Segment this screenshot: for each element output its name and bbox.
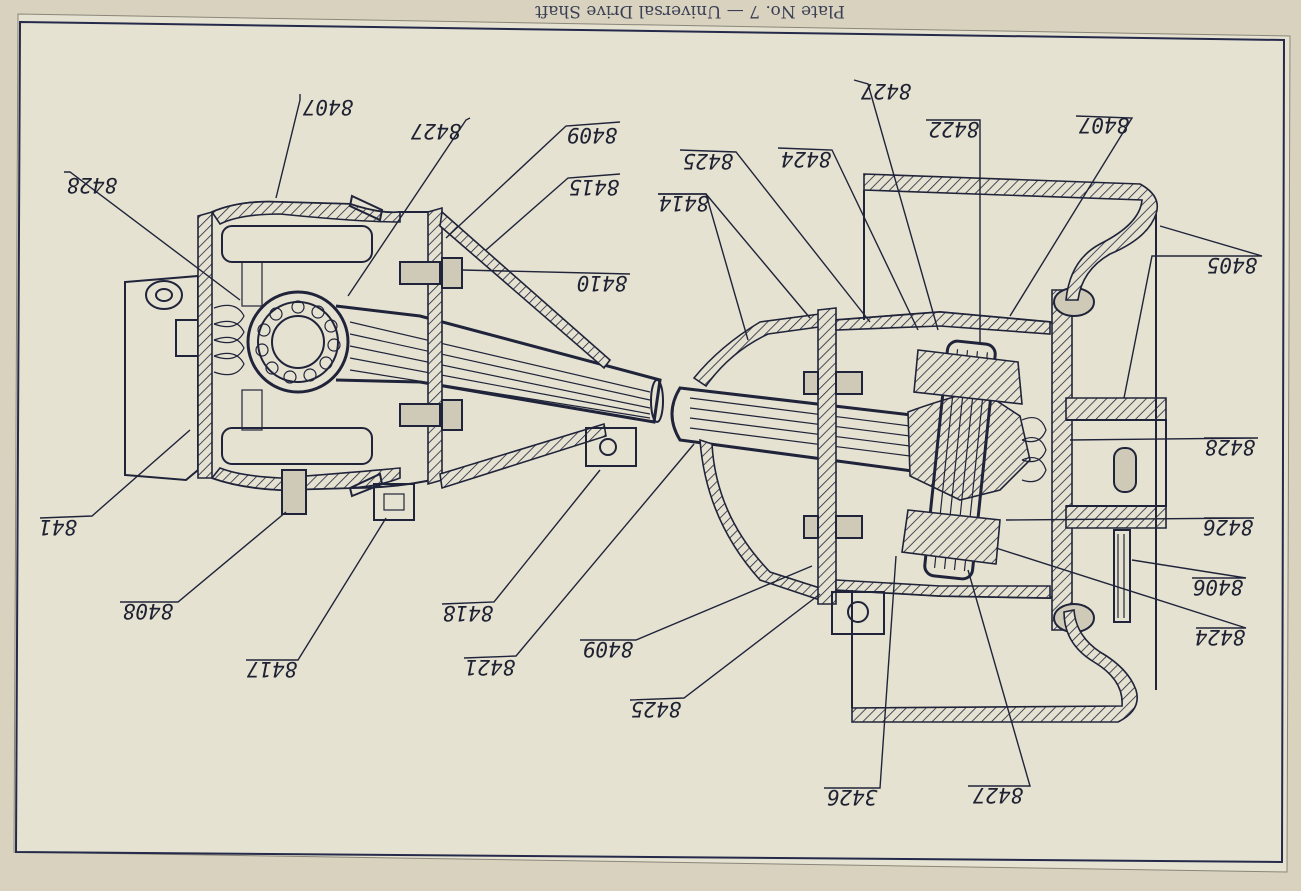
- callout-841: 841: [39, 515, 77, 539]
- callout-3426: 3426: [827, 785, 879, 809]
- callout-8406: 8406: [1193, 575, 1244, 599]
- callout-8422: 8422: [929, 117, 980, 141]
- callout-8405: 8405: [1207, 253, 1258, 277]
- callout-8418: 8418: [443, 601, 494, 625]
- callout-8428-left: 8428: [67, 173, 118, 197]
- left-yoke-assembly: [124, 194, 664, 521]
- callout-8409-upper-left: 8409: [567, 123, 618, 147]
- plate-header: Plate No. 7 — Universal Drive Shaft: [535, 1, 845, 21]
- callout-labels: 8407 8427 8409 8415 8428 8410 841 8408 8…: [39, 79, 1257, 809]
- callout-8427-upper-left: 8427: [410, 119, 461, 143]
- callout-8425-lower: 8425: [631, 697, 682, 721]
- right-cross-assembly: [670, 173, 1167, 723]
- callout-8424-lower: 8424: [1195, 625, 1246, 649]
- callout-8409-lower: 8409: [583, 637, 634, 661]
- callout-8407-upper-left: 8407: [302, 95, 353, 119]
- callout-8410: 8410: [577, 271, 628, 295]
- callout-8425-upper: 8425: [683, 149, 734, 173]
- callout-8408: 8408: [123, 599, 174, 623]
- callout-8417: 8417: [246, 657, 297, 681]
- callout-8427-upper-right: 8427: [860, 79, 911, 103]
- callout-8407-upper-right: 8407: [1078, 113, 1129, 137]
- callout-8426-right: 8426: [1203, 515, 1254, 539]
- paper-sheet: [13, 13, 1291, 873]
- callout-8415: 8415: [569, 175, 620, 199]
- leader-lines: [39, 79, 1263, 789]
- callout-8421: 8421: [465, 655, 516, 679]
- callout-8424-upper: 8424: [781, 147, 832, 171]
- callout-8414: 8414: [659, 191, 710, 215]
- callout-8428-right: 8428: [1205, 435, 1256, 459]
- plate-border: [14, 20, 1286, 864]
- callout-8427-lower: 8427: [972, 783, 1023, 807]
